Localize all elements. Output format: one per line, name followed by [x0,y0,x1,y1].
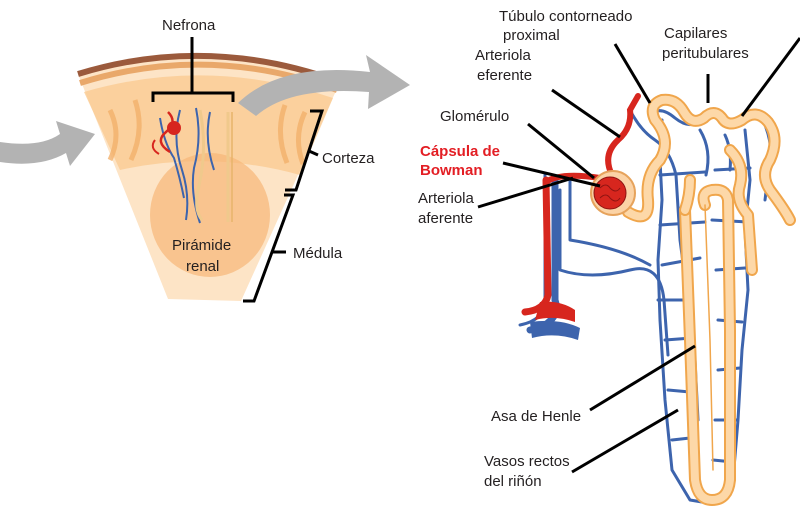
glomerulo-label: Glomérulo [440,108,509,125]
bowman-capsule [590,170,636,216]
capilares-label-2: peritubulares [662,45,749,62]
cortex-pattern [107,99,308,165]
nefrona-bracket [151,37,235,102]
medula-label: Médula [293,245,343,262]
corteza-bracket [285,109,325,192]
capsula-label-2: Bowman [420,162,483,179]
tubulo-label-2: proximal [503,27,560,44]
arteriola-aferente-label-1: Arteriola [418,190,475,207]
efferent-arteriole [605,93,641,178]
kidney-wedge: Pirámide renal [77,52,342,302]
tubulo-label-1: Túbulo contorneado [499,8,632,25]
nefrona-label: Nefrona [162,17,216,34]
glomerulus-ball [593,176,627,210]
vein-cut-end [530,320,580,340]
vasos-label-1: Vasos rectos [484,453,570,470]
corteza-label: Corteza [322,150,375,167]
mini-nephron [151,107,233,224]
left-incoming-arrow [0,121,95,166]
capsule-stripe-brown [77,52,342,85]
artery-cut-end [535,301,575,322]
leader-lines [477,37,800,474]
piramide-label-2: renal [186,258,219,275]
curved-arrow-to-nephron [238,55,410,116]
arteriola-eferente-label-1: Arteriola [475,47,532,64]
piramide-label-1: Pirámide [172,237,231,254]
medula-bracket [243,193,296,303]
capsula-label-1: Cápsula de [420,143,500,160]
arteriola-aferente-label-2: aferente [418,210,473,227]
capilares-label-1: Capilares [664,25,727,42]
arteriola-eferente-label-2: eferente [477,67,532,84]
asa-henle-label: Asa de Henle [491,408,581,425]
vasos-label-2: del riñón [484,473,542,490]
afferent-arteriole [521,176,552,316]
renal-tubule [622,93,796,506]
